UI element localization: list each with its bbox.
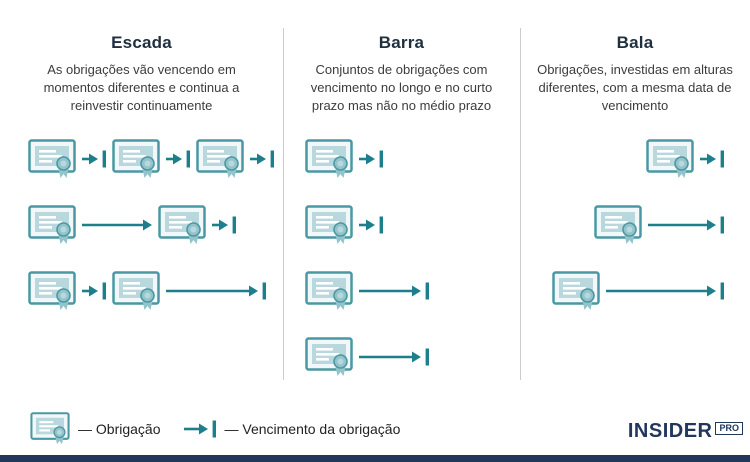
bond-certificate-icon bbox=[305, 271, 353, 311]
maturity-arrow-icon bbox=[359, 347, 429, 367]
column-title-bala: Bala bbox=[616, 33, 654, 52]
diagram-row bbox=[28, 205, 283, 245]
diagram-row bbox=[520, 271, 724, 311]
maturity-arrow-icon bbox=[606, 281, 724, 301]
legend-maturity-label: — Vencimento da obrigação bbox=[224, 420, 401, 437]
diagram-row bbox=[520, 205, 724, 245]
maturity-arrow-icon bbox=[166, 281, 266, 301]
column-divider bbox=[520, 28, 521, 380]
bond-certificate-icon bbox=[112, 271, 160, 311]
column-title-barra: Barra bbox=[378, 33, 425, 52]
diagram-row bbox=[305, 139, 520, 179]
maturity-arrow-icon bbox=[82, 149, 106, 169]
legend-bond-label: — Obrigação bbox=[78, 420, 161, 437]
maturity-arrow-icon bbox=[359, 215, 383, 235]
maturity-arrow-icon bbox=[250, 149, 274, 169]
column-description-escada: As obrigações vão vencendo em momentos d… bbox=[43, 62, 240, 114]
column-title-escada: Escada bbox=[111, 33, 172, 52]
diagram-rows-escada bbox=[0, 139, 283, 337]
diagram-rows-barra bbox=[283, 139, 520, 403]
bond-certificate-icon bbox=[28, 271, 76, 311]
bond-certificate-icon bbox=[646, 139, 694, 179]
diagram-row bbox=[520, 139, 724, 179]
bond-certificate-icon bbox=[158, 205, 206, 245]
maturity-arrow-icon bbox=[212, 215, 236, 235]
diagram-rows-bala bbox=[520, 139, 750, 337]
maturity-arrow-icon bbox=[648, 215, 724, 235]
diagram-row bbox=[305, 271, 520, 311]
bottom-accent-bar bbox=[0, 455, 750, 462]
maturity-arrow-icon bbox=[359, 149, 383, 169]
diagram-row bbox=[305, 337, 520, 377]
column-divider bbox=[283, 28, 284, 380]
diagram-row bbox=[28, 271, 283, 311]
maturity-arrow-icon bbox=[700, 149, 724, 169]
bond-certificate-icon bbox=[305, 337, 353, 377]
bond-certificate-icon bbox=[552, 271, 600, 311]
legend: — Obrigação — Vencimento da obrigação bbox=[30, 412, 400, 445]
logo-text: INSIDER bbox=[627, 420, 713, 442]
insider-pro-logo: INSIDER PRO bbox=[628, 420, 743, 443]
column-escada: Escada As obrigações vão vencendo em mom… bbox=[0, 30, 283, 382]
column-description-barra: Conjuntos de obrigações com vencimento n… bbox=[310, 62, 493, 114]
column-bala: Bala Obrigações, investidas em alturas d… bbox=[520, 30, 750, 382]
diagram-row bbox=[28, 139, 283, 179]
maturity-arrow-icon bbox=[82, 281, 106, 301]
bond-certificate-icon bbox=[28, 205, 76, 245]
bond-certificate-icon bbox=[305, 139, 353, 179]
column-barra: Barra Conjuntos de obrigações com vencim… bbox=[283, 30, 520, 382]
bond-certificate-icon bbox=[112, 139, 160, 179]
diagram-row bbox=[305, 205, 520, 245]
maturity-arrow-icon bbox=[359, 281, 429, 301]
bond-certificate-icon bbox=[594, 205, 642, 245]
column-description-bala: Obrigações, investidas em alturas difere… bbox=[537, 62, 733, 114]
bond-certificate-icon bbox=[196, 139, 244, 179]
logo-pro-badge: PRO bbox=[715, 422, 743, 435]
bond-certificate-icon bbox=[305, 205, 353, 245]
reinvest-arrow-icon bbox=[82, 215, 152, 235]
maturity-arrow-icon bbox=[184, 419, 217, 439]
maturity-arrow-icon bbox=[166, 149, 190, 169]
bond-certificate-icon bbox=[30, 412, 70, 445]
bond-certificate-icon bbox=[28, 139, 76, 179]
